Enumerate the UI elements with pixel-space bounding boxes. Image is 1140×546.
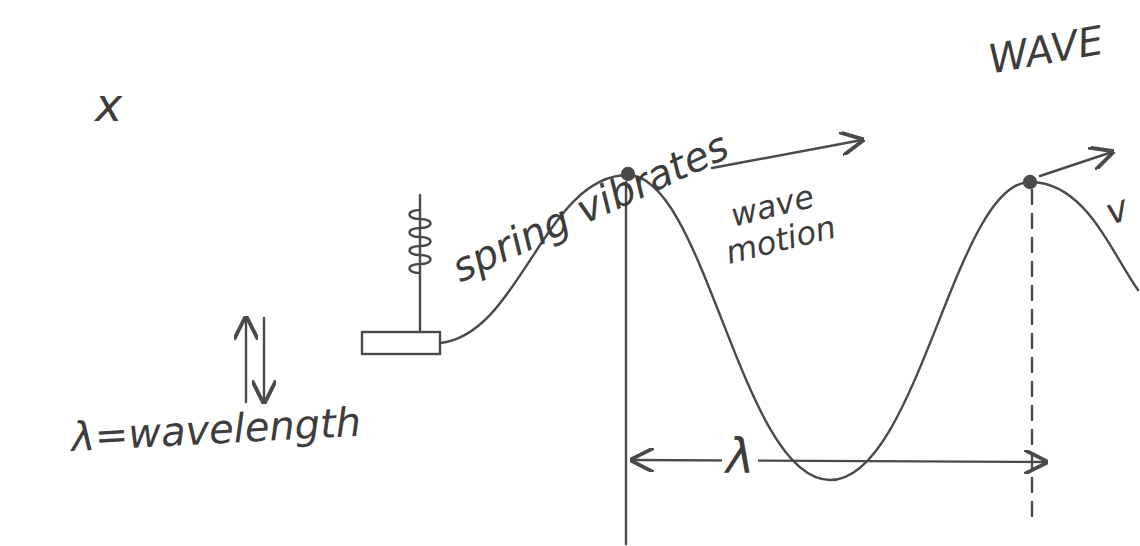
axis-mark: x (95, 80, 122, 131)
down-arrow (263, 318, 265, 402)
up-arrow (245, 318, 247, 402)
crest-dot (1024, 176, 1036, 188)
vibrating-block (362, 332, 440, 354)
wave-motion-arrow (712, 140, 862, 168)
spring-coil (410, 210, 431, 273)
crest-dashed-line (1031, 190, 1033, 522)
wavelength-arrow (632, 460, 1046, 462)
velocity-arrow (1040, 152, 1112, 176)
spring-note: spring vibrates (445, 123, 735, 289)
motion-note: wave motion (705, 174, 848, 274)
wavelength-symbol: λ (722, 430, 758, 483)
wavelength-definition: λ=wavelength (70, 400, 362, 459)
wave-note: WAVE (985, 18, 1106, 81)
velocity-symbol: v (1100, 188, 1134, 232)
crest-line (625, 182, 627, 544)
